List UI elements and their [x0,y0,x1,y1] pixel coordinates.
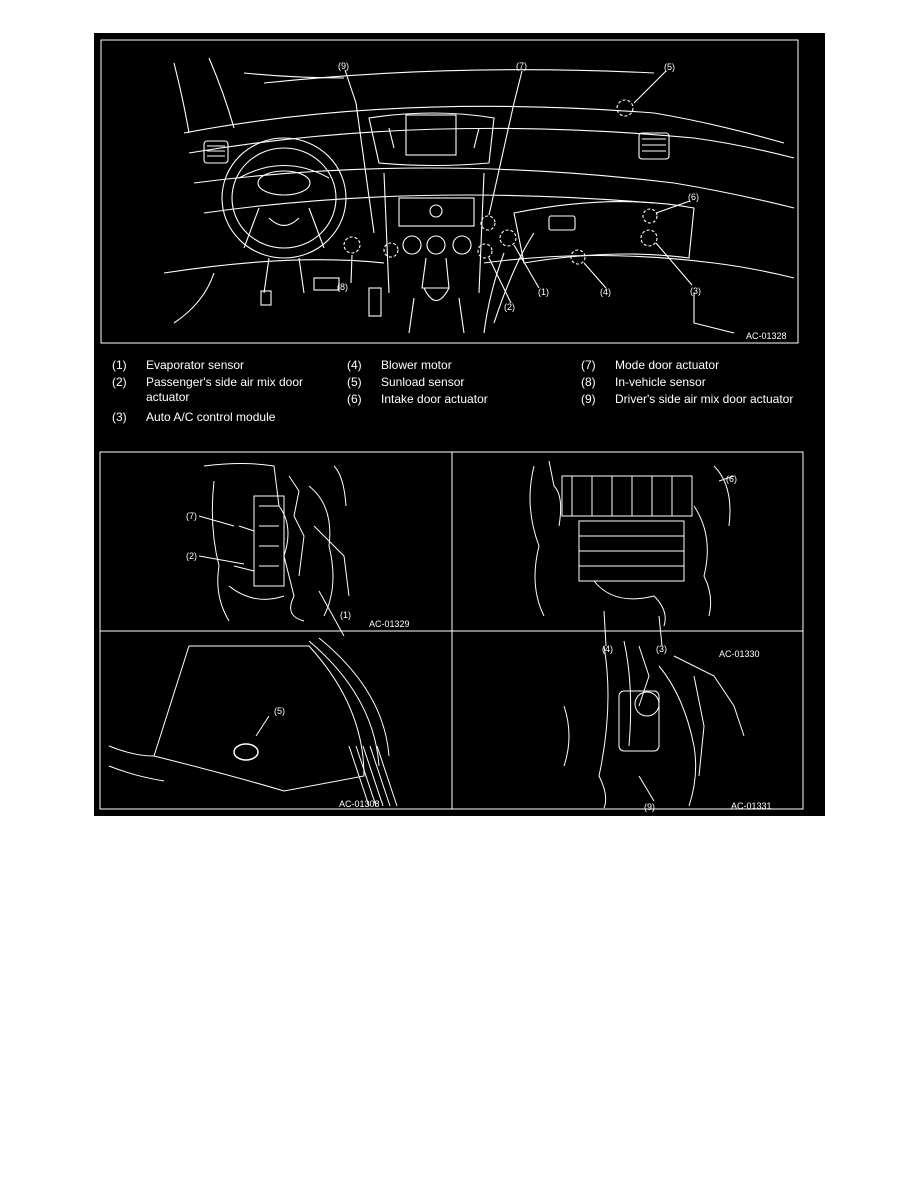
panel-ac-01331 [563,640,745,809]
panel-callout: (5) [274,706,285,716]
panel-ac-01329 [198,463,350,637]
legend-text: Passenger's side air mix door [146,375,304,389]
main-dashboard-figure: (9) (7) (5) (6) (8) (2) (1) (4) (3) AC-0… [100,39,799,344]
panel-callout: (3) [656,644,667,654]
legend-text: Evaporator sensor [146,358,245,372]
figure-code: AC-01328 [746,331,787,341]
legend-number: (3) [112,410,127,424]
legend-number: (6) [347,392,362,406]
panel-callout: (9) [644,802,655,812]
panel-callout: (7) [186,511,197,521]
main-callout: (9) [338,61,349,71]
main-callout: (3) [690,286,701,296]
main-callout: (2) [504,302,515,312]
dashboard-lineart [163,57,795,334]
legend-text: Sunload sensor [381,375,465,389]
panel-callout: (1) [340,610,351,620]
diagram-sheet: (9) (7) (5) (6) (8) (2) (1) (4) (3) AC-0… [94,33,825,816]
legend-number: (2) [112,375,127,389]
legend-number: (8) [581,375,596,389]
legend-text: Blower motor [381,358,452,372]
main-callout: (6) [688,192,699,202]
legend-number: (5) [347,375,362,389]
main-callout: (1) [538,287,549,297]
panel-ac-01330 [529,460,735,647]
main-callout: (4) [600,287,611,297]
legend-text: In-vehicle sensor [615,375,706,389]
legend-text: Mode door actuator [615,358,720,372]
panel-ac-01308 [108,637,398,807]
legend-text: Auto A/C control module [146,410,276,424]
legend-number: (9) [581,392,596,406]
main-callout: (5) [664,62,675,72]
panel-callout: (4) [602,644,613,654]
legend-number: (1) [112,358,127,372]
panel-code: AC-01329 [369,619,410,629]
detail-panels: (7) (2) (1) AC-01329 (6) (4) (3) AC-0133… [99,451,804,812]
main-callout: (8) [337,282,348,292]
panel-callout: (2) [186,551,197,561]
legend-text: actuator [146,390,190,404]
panel-code: AC-01330 [719,649,760,659]
legend-text: Driver's side air mix door actuator [615,392,794,406]
legend-number: (4) [347,358,362,372]
main-callout-labels: (9) (7) (5) (6) (8) (2) (1) (4) (3) [337,61,701,312]
legend-number: (7) [581,358,596,372]
legend-text: Intake door actuator [381,392,488,406]
main-callout: (7) [516,61,527,71]
legend: (1) Evaporator sensor (2) Passenger's si… [112,358,812,450]
panel-code: AC-01308 [339,799,380,809]
panel-callout: (6) [726,474,737,484]
panel-code: AC-01331 [731,801,772,811]
